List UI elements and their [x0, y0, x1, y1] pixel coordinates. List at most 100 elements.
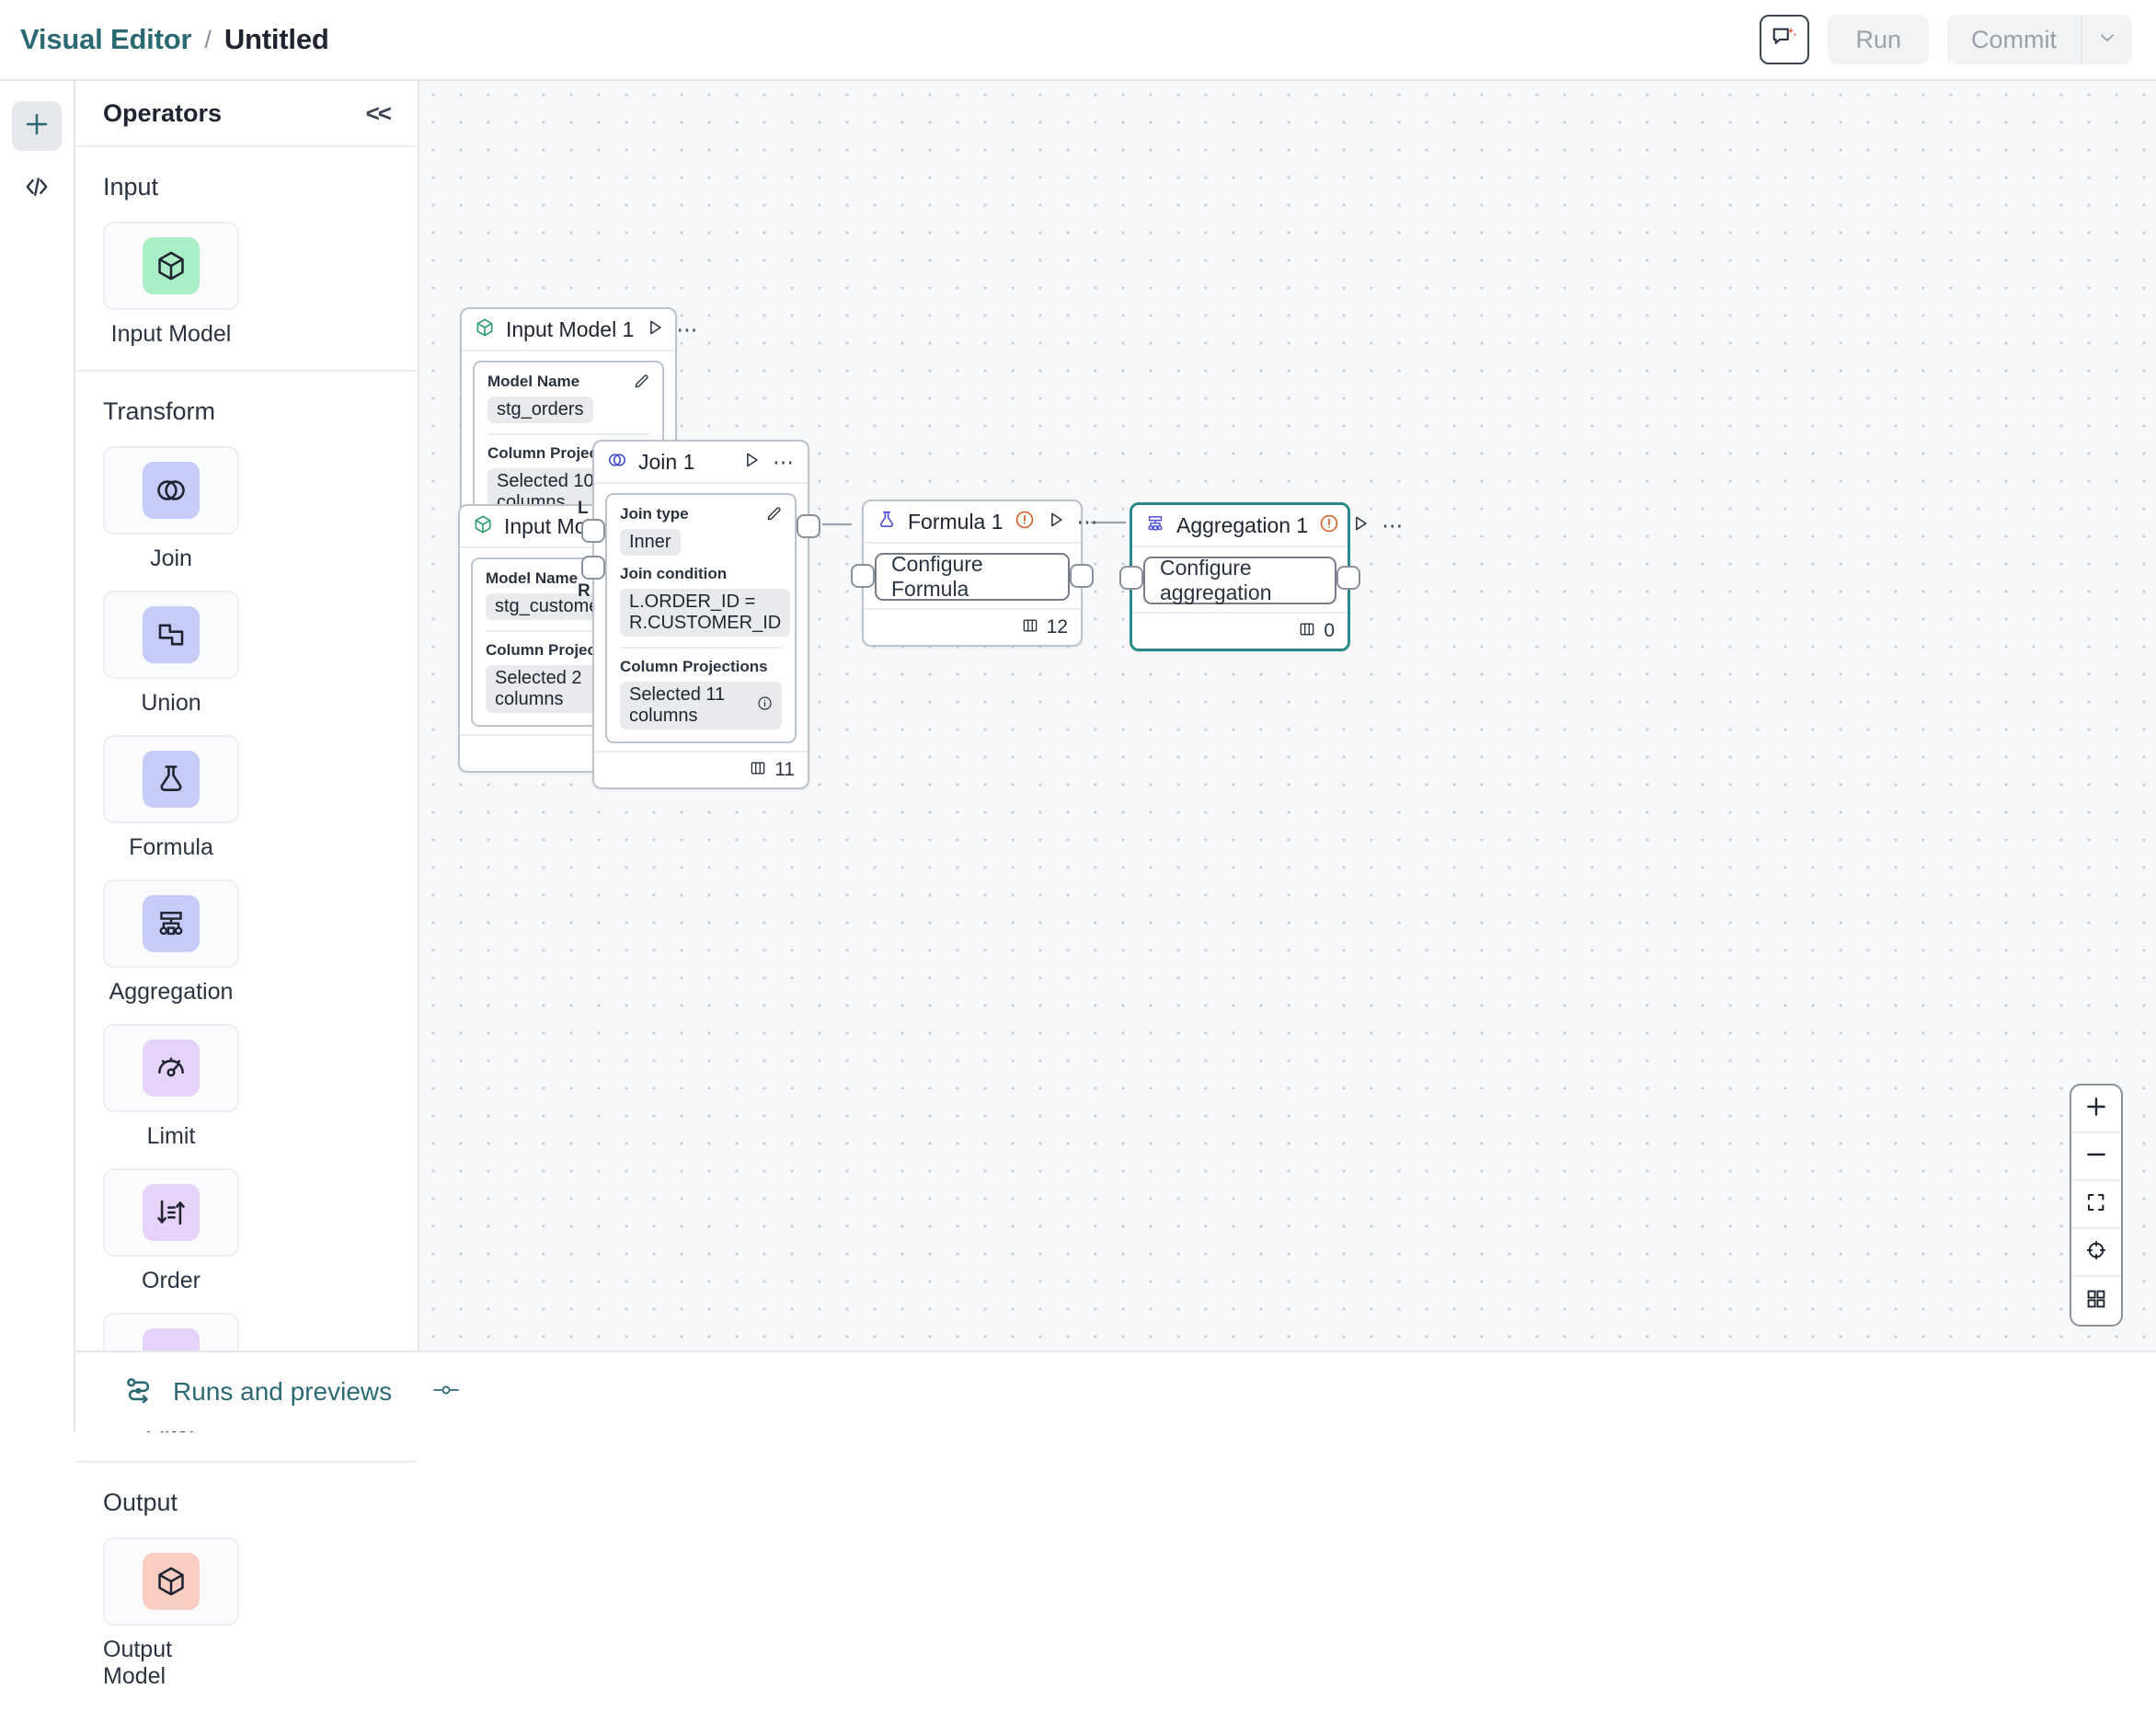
operator-formula[interactable]: Formula [103, 735, 239, 861]
ai-assist-button[interactable] [1760, 15, 1810, 64]
error-icon[interactable] [1015, 510, 1035, 534]
cube-icon [143, 237, 200, 294]
operator-tile[interactable] [103, 735, 239, 823]
operator-limit[interactable]: Limit [103, 1024, 239, 1150]
venn-circles-icon [607, 450, 627, 475]
fit-view-icon [2085, 1191, 2107, 1218]
code-brackets-icon [23, 173, 51, 205]
operator-tile[interactable] [103, 591, 239, 679]
bottom-bar: Runs and previews [75, 1350, 2156, 1431]
sort-arrows-icon [143, 1184, 200, 1241]
columns-icon [1298, 620, 1316, 643]
field-label: Join type [620, 505, 689, 523]
operator-group-input: Input Input Model [75, 147, 418, 372]
commit-button[interactable]: Commit [1947, 15, 2082, 64]
operator-label: Limit [146, 1123, 196, 1149]
operator-tile[interactable] [103, 1537, 239, 1626]
resize-handle-icon[interactable] [432, 1383, 460, 1402]
node-more-menu-icon[interactable]: ⋯ [1076, 510, 1099, 534]
zoom-in-button[interactable] [2071, 1086, 2121, 1133]
venn-circles-icon [143, 462, 200, 519]
commit-dropdown-button[interactable] [2082, 15, 2132, 64]
field-value-text: Selected 11 columns [629, 684, 726, 726]
output-port[interactable] [797, 514, 820, 538]
configure-aggregation-button[interactable]: Configure aggregation [1143, 556, 1336, 604]
play-icon[interactable] [1350, 513, 1370, 538]
flask-icon [877, 510, 897, 534]
operator-order[interactable]: Order [103, 1168, 239, 1294]
union-shapes-icon [143, 606, 200, 663]
input-port[interactable] [1119, 566, 1143, 590]
breadcrumb-root-link[interactable]: Visual Editor [20, 23, 192, 55]
divider [620, 647, 782, 649]
runs-and-previews-button[interactable]: Runs and previews [173, 1377, 393, 1406]
node-header: Input Model 1 ⋯ [462, 309, 697, 351]
node-config-card: Join type Inner Join condition L.ORDER_I… [605, 493, 797, 743]
zoom-out-icon [2084, 1143, 2108, 1171]
node-more-menu-icon[interactable]: ⋯ [773, 450, 795, 474]
top-bar-actions: Run Commit [1760, 15, 2132, 64]
operator-output-model[interactable]: Output Model [103, 1537, 239, 1690]
node-title: Input Model 1 [506, 316, 635, 341]
play-icon[interactable] [741, 450, 762, 475]
operator-union[interactable]: Union [103, 591, 239, 717]
node-body: Join type Inner Join condition L.ORDER_I… [594, 484, 808, 751]
field-label: Join condition [620, 565, 728, 582]
operator-label: Join [150, 546, 192, 571]
operator-join[interactable]: Join [103, 446, 239, 572]
node-join-1[interactable]: Join 1 ⋯ Join type Inner [578, 440, 820, 789]
recenter-icon [2085, 1239, 2107, 1266]
operator-aggregation[interactable]: Aggregation [103, 879, 239, 1005]
zoom-out-button[interactable] [2071, 1133, 2121, 1181]
run-button[interactable]: Run [1828, 15, 1929, 64]
column-count: 0 [1324, 620, 1335, 641]
add-operator-button[interactable] [12, 101, 62, 151]
edit-pencil-icon[interactable] [633, 372, 651, 395]
flow-canvas[interactable]: Input Model 1 ⋯ Model Name stg_orders [419, 81, 2156, 1350]
cube-icon [473, 514, 493, 539]
node-more-menu-icon[interactable]: ⋯ [1382, 513, 1405, 537]
operator-tile[interactable] [103, 1024, 239, 1112]
error-icon[interactable] [1319, 513, 1339, 538]
fit-view-button[interactable] [2071, 1181, 2121, 1229]
play-icon[interactable] [1046, 510, 1066, 534]
group-title-input: Input [103, 173, 159, 201]
field-label: Column Projections [620, 658, 768, 675]
output-port[interactable] [1336, 566, 1360, 590]
input-port-right-label: R [578, 581, 591, 601]
operator-tile[interactable] [103, 222, 239, 310]
edit-pencil-icon[interactable] [765, 504, 784, 527]
recenter-button[interactable] [2071, 1229, 2121, 1277]
node-header: Aggregation 1 ⋯ [1132, 505, 1403, 547]
field-value[interactable]: Inner [620, 529, 681, 556]
node-aggregation-1[interactable]: Aggregation 1 ⋯ Configure aggregation [1119, 502, 1403, 651]
output-port[interactable] [1070, 564, 1094, 588]
input-port[interactable] [851, 564, 875, 588]
field-value[interactable]: Selected 11 columns [620, 682, 782, 730]
input-port-right[interactable] [581, 556, 605, 580]
operator-tile[interactable] [103, 1168, 239, 1257]
operator-label: Output Model [103, 1637, 173, 1689]
collapse-panel-button[interactable]: << [365, 98, 392, 127]
grid-layout-button[interactable] [2071, 1277, 2121, 1325]
configure-formula-button[interactable]: Configure Formula [875, 552, 1070, 601]
node-header-actions: ⋯ [1319, 513, 1404, 538]
play-icon[interactable] [645, 317, 665, 342]
operator-input-model[interactable]: Input Model [103, 222, 239, 348]
top-bar: Visual Editor / Untitled Run Commit [0, 0, 2156, 81]
node-more-menu-icon[interactable]: ⋯ [676, 317, 699, 341]
field-label: Model Name [487, 373, 580, 390]
divider [487, 433, 649, 435]
hierarchy-icon [1145, 513, 1165, 538]
left-rail [0, 81, 75, 1431]
input-port-left[interactable] [581, 519, 605, 543]
field-value[interactable]: L.ORDER_ID = R.CUSTOMER_ID [620, 589, 791, 637]
info-icon[interactable] [757, 695, 773, 717]
node-header-actions: ⋯ [645, 317, 698, 342]
operator-tile[interactable] [103, 879, 239, 968]
operator-tile[interactable] [103, 446, 239, 534]
code-view-button[interactable] [12, 164, 62, 213]
zoom-controls [2070, 1084, 2123, 1327]
node-formula-1[interactable]: Formula 1 ⋯ Configure Formula [851, 500, 1098, 647]
field-value[interactable]: stg_orders [487, 396, 593, 423]
